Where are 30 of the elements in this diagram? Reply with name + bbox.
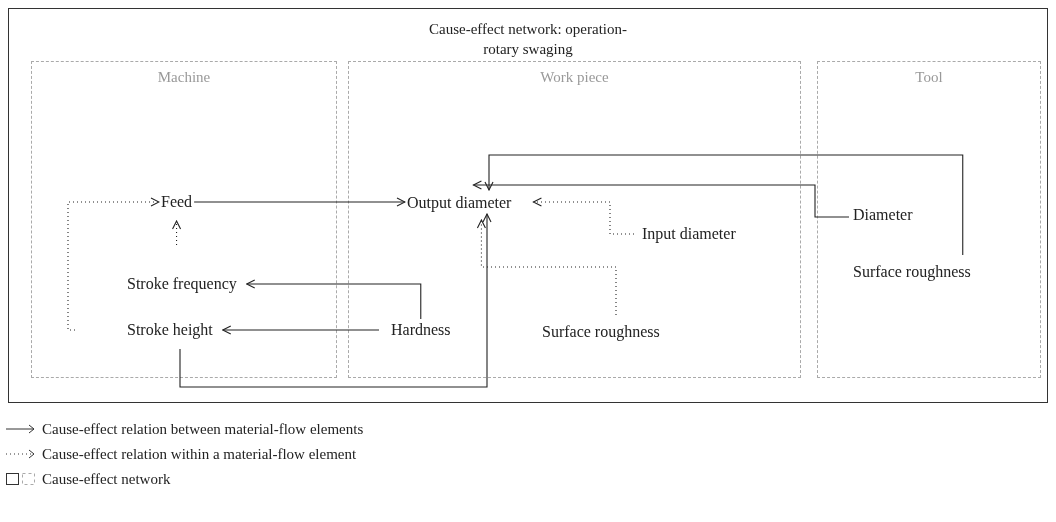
legend-text: Cause-effect relation within a material-flow element xyxy=(42,444,357,464)
dotted-arrow xyxy=(532,197,635,235)
frame-heading: Cause-effect network: operation-rotary swaging xyxy=(428,20,628,59)
factor-label: Surface roughness xyxy=(540,321,662,343)
group-heading: Work piece xyxy=(539,68,610,87)
network-frame xyxy=(8,8,1048,403)
factor-label: Feed xyxy=(159,191,195,213)
group-frame xyxy=(348,61,801,378)
arrow xyxy=(179,213,492,388)
arrow xyxy=(472,180,850,218)
group-frame xyxy=(817,61,1041,378)
factor-label: Output diameter xyxy=(405,192,514,214)
dotted-arrow xyxy=(172,220,182,246)
group-frame xyxy=(31,61,337,378)
factor-label: Input diameter xyxy=(640,223,738,245)
factor-label: Stroke height xyxy=(125,319,215,341)
arrow xyxy=(193,197,406,207)
factor-label: Surface roughness xyxy=(851,261,973,283)
group-heading: Machine xyxy=(156,68,212,87)
arrow xyxy=(222,325,380,335)
legend-text: Cause-effect network xyxy=(42,469,171,489)
arrow xyxy=(246,279,422,320)
factor-label: Diameter xyxy=(851,204,915,226)
group-heading: Tool xyxy=(914,68,944,87)
dotted-arrow xyxy=(67,197,160,331)
factor-label: Stroke frequency xyxy=(125,273,239,295)
legend-text: Cause-effect relation between material-flow elements xyxy=(42,419,364,439)
factor-label: Hardness xyxy=(389,319,453,341)
arrow xyxy=(484,154,964,256)
dotted-arrow xyxy=(476,219,617,316)
